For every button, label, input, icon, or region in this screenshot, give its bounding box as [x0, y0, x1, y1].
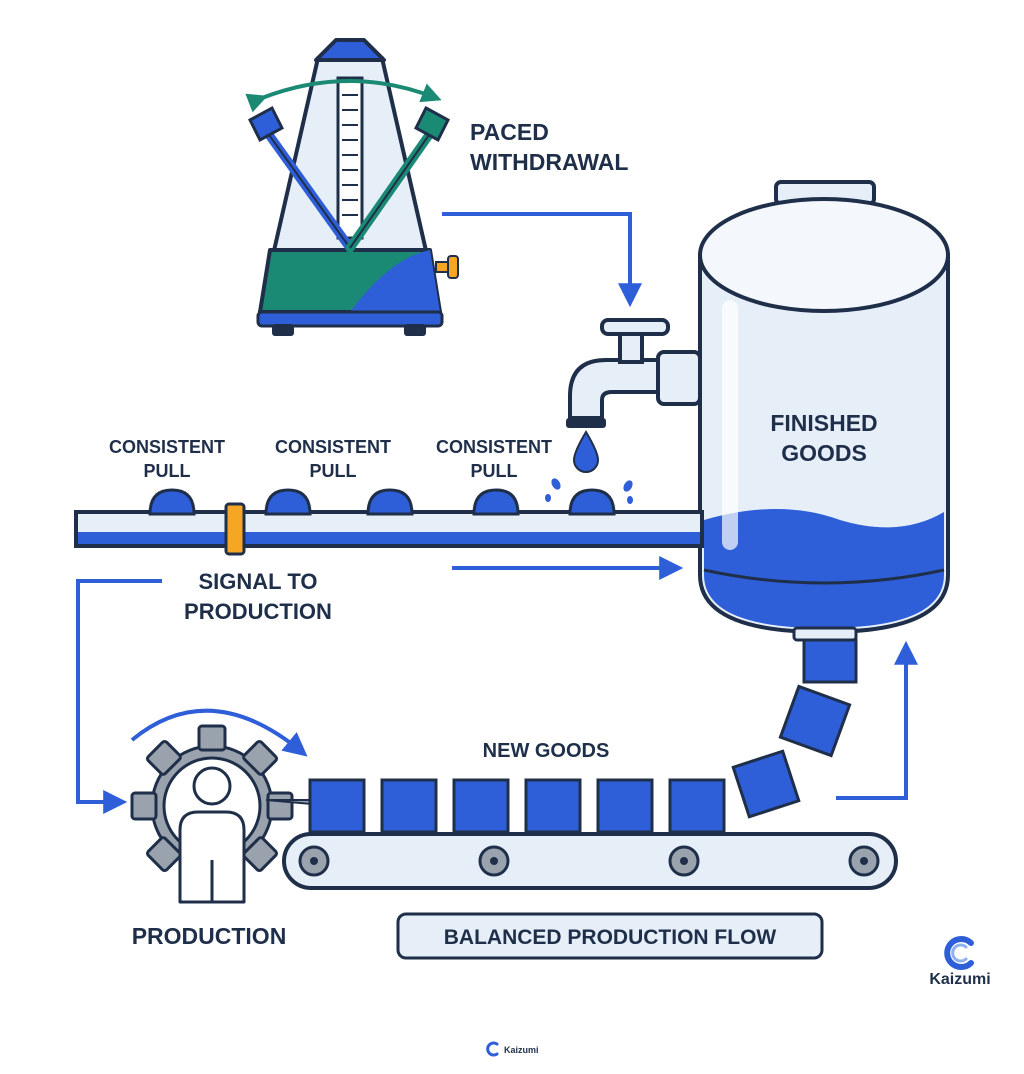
conveyor-belt-icon: [282, 832, 898, 890]
goods-boxes: [308, 684, 852, 834]
brand-name: Kaizumi: [929, 971, 990, 988]
return-arrow: [836, 640, 918, 800]
finished-goods-label-2: GOODS: [781, 440, 867, 466]
faucet-icon: [566, 318, 702, 428]
good-box: [778, 684, 852, 758]
footer-brand: Kaizumi: [504, 1045, 539, 1055]
good-box: [380, 778, 438, 834]
balanced-flow-box: [396, 912, 824, 960]
finished-goods-label: FINISHED: [770, 410, 877, 436]
withdrawal-arrow: [442, 212, 642, 308]
balanced-flow-label: BALANCED PRODUCTION FLOW: [444, 926, 777, 949]
consistent-pull-label-2: CONSISTENT: [275, 437, 391, 457]
water-tank-icon: [698, 180, 950, 684]
metronome-icon: [245, 38, 459, 336]
worker-icon: [178, 766, 246, 904]
rotation-arrow: [130, 708, 308, 757]
consistent-pull-label-3: CONSISTENT: [436, 437, 552, 457]
signal-to-production-label: SIGNAL TO: [199, 569, 318, 594]
footer-logo-icon: [486, 1041, 499, 1057]
good-box: [596, 778, 654, 834]
production-label: PRODUCTION: [132, 923, 287, 949]
consistent-pull-label-3b: PULL: [471, 461, 518, 481]
good-box: [668, 778, 726, 834]
good-box: [452, 778, 510, 834]
new-goods-label: NEW GOODS: [483, 740, 610, 762]
good-box: [524, 778, 582, 834]
good-box: [308, 778, 366, 834]
consistent-pull-label-2b: PULL: [310, 461, 357, 481]
signal-arrow: [76, 579, 162, 814]
consistent-pull-label-1b: PULL: [144, 461, 191, 481]
consistent-pull-label-1: CONSISTENT: [109, 437, 225, 457]
water-drop-icon: [572, 430, 600, 473]
signal-to-production-label-2: PRODUCTION: [184, 599, 332, 624]
paced-withdrawal-label-2: WITHDRAWAL: [470, 149, 628, 175]
good-box: [731, 749, 801, 819]
kanban-signal-marker: [224, 502, 246, 556]
paced-withdrawal-label: PACED: [470, 119, 549, 145]
pull-pipe: [74, 478, 704, 556]
kaizumi-logo-icon: [944, 936, 974, 970]
